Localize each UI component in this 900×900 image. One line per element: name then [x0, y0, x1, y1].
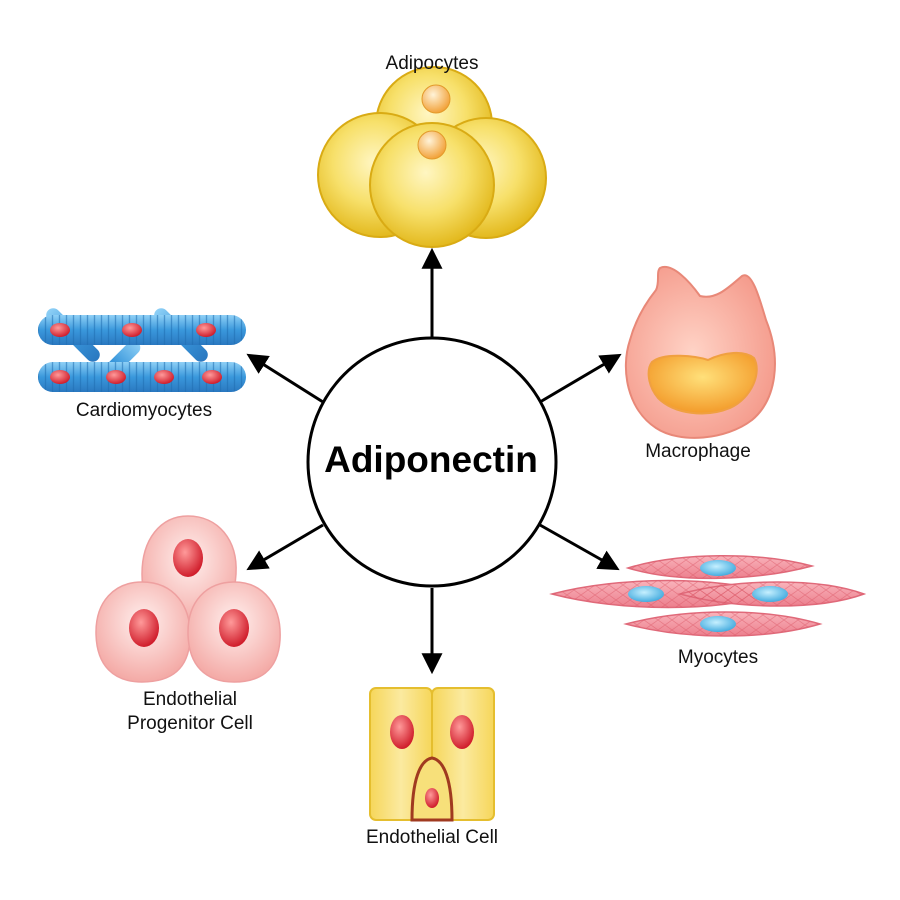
adipocytes-label: Adipocytes [385, 53, 479, 74]
progenitor-cell-label-line2: Progenitor Cell [127, 713, 253, 734]
progenitor-cell-cluster-icon [95, 515, 281, 683]
myocyte-bundle-icon [549, 555, 867, 637]
center-label: Adiponectin [324, 439, 538, 480]
arrow-to-cardiomyocytes [246, 353, 324, 404]
cardiomyocytes-label: Cardiomyocytes [75, 400, 213, 421]
arrow-to-myocytes [539, 523, 620, 571]
macrophage-label: Macrophage [645, 441, 751, 462]
adipocyte-cluster-icon [317, 66, 547, 248]
arrow-to-progenitor-cell [246, 523, 324, 571]
macrophage-icon [624, 265, 776, 439]
progenitor-cell-label-line1: Endothelial [142, 689, 238, 710]
adiponectin-circle [306, 336, 558, 588]
cardiomyocyte-fiber-icon [38, 308, 246, 392]
endothelial-cell-label: Endothelial Cell [365, 827, 499, 848]
myocytes-label: Myocytes [677, 647, 759, 668]
arrow-to-macrophage [539, 353, 622, 404]
endothelial-cell-icon [369, 687, 495, 822]
arrows [246, 247, 622, 675]
